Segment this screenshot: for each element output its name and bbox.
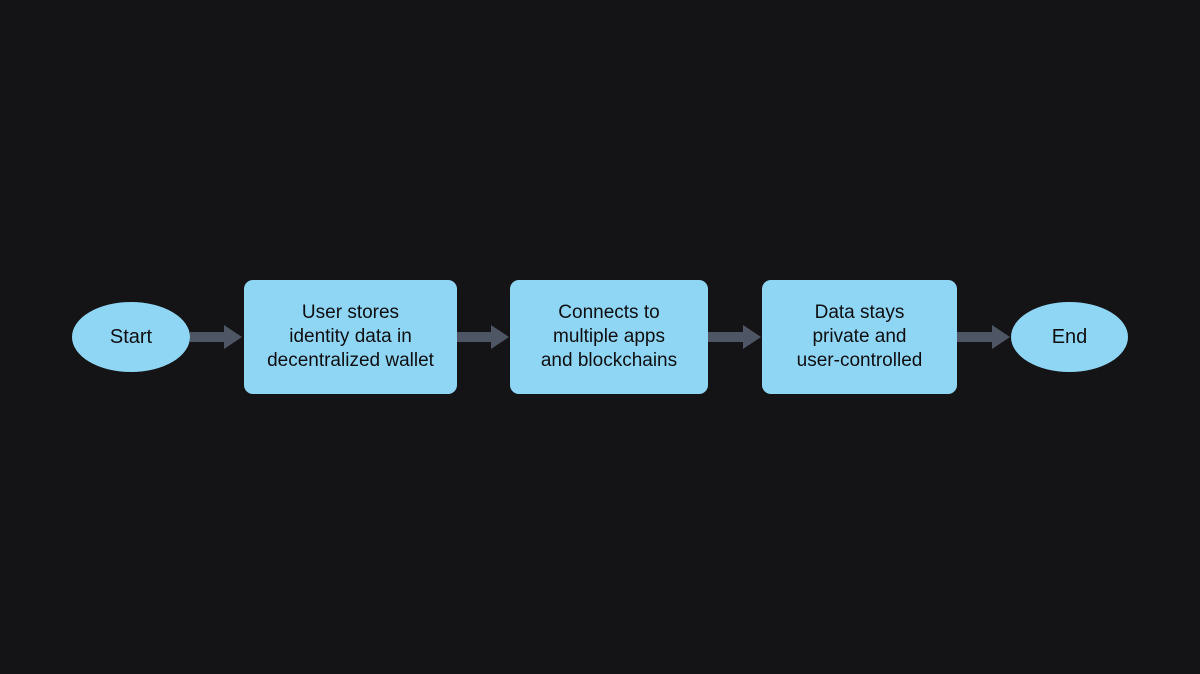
end-node: End xyxy=(1011,302,1128,372)
step3-line-3: user-controlled xyxy=(796,350,923,371)
arrowhead-icon xyxy=(491,325,509,349)
step1-node: User stores identity data in decentraliz… xyxy=(244,280,457,394)
step1-line-1: User stores xyxy=(301,302,400,323)
arrowhead-icon xyxy=(224,325,242,349)
end-label: End xyxy=(1051,326,1088,348)
step2-line-2: multiple apps xyxy=(553,326,665,347)
step3-line-2: private and xyxy=(812,326,907,347)
step2-line-3: and blockchains xyxy=(540,350,678,371)
step1-line-2: identity data in xyxy=(289,326,412,347)
arrowhead-icon xyxy=(992,325,1010,349)
step2-line-1: Connects to xyxy=(558,302,660,323)
step3-line-1: Data stays xyxy=(814,302,905,323)
arrowhead-icon xyxy=(743,325,761,349)
step3-node: Data stays private and user-controlled xyxy=(762,280,957,394)
step2-node: Connects to multiple apps and blockchain… xyxy=(510,280,708,394)
start-node: Start xyxy=(72,302,190,372)
start-label: Start xyxy=(109,326,153,348)
step1-line-3: decentralized wallet xyxy=(267,350,434,371)
